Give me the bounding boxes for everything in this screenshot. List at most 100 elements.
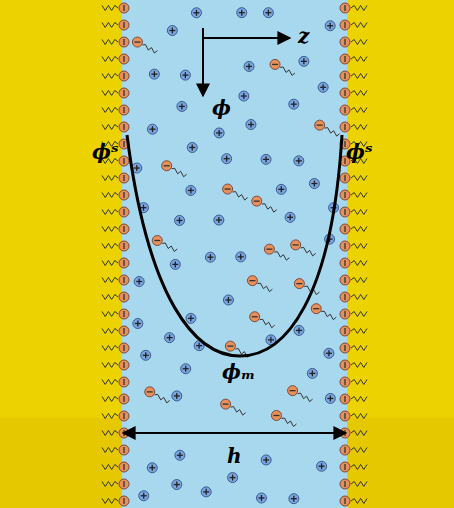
tail — [301, 247, 316, 256]
plus-mark — [145, 352, 146, 358]
tail — [351, 278, 367, 283]
wall-shade — [0, 418, 122, 508]
cation — [228, 473, 238, 483]
charge-mark — [123, 311, 124, 317]
tail — [351, 210, 367, 215]
anion — [264, 244, 274, 254]
surface-charge — [340, 241, 350, 251]
tail — [351, 346, 367, 351]
charge-mark — [344, 447, 345, 453]
surface-charge — [340, 37, 350, 47]
charge-mark — [123, 175, 124, 181]
cation — [139, 491, 149, 501]
surface-charge — [119, 479, 129, 489]
surface-charge — [119, 309, 129, 319]
plus-mark — [289, 214, 290, 220]
tail — [351, 448, 367, 453]
charge-mark — [123, 362, 124, 368]
plus-mark — [298, 158, 299, 164]
cation — [165, 333, 175, 343]
tail — [102, 397, 118, 402]
surface-charge — [340, 88, 350, 98]
charge-mark — [344, 243, 345, 249]
minus-mark — [164, 165, 170, 166]
plus-mark — [328, 350, 329, 356]
channel — [122, 0, 347, 508]
tail — [351, 295, 367, 300]
tail — [102, 261, 118, 266]
wall-shade — [347, 418, 454, 508]
surface-charge — [340, 292, 350, 302]
charge-mark — [123, 413, 124, 419]
tail — [351, 193, 367, 198]
surface-charge — [119, 343, 129, 353]
surface-charge — [119, 20, 129, 30]
surface-charge — [340, 309, 350, 319]
plus-mark — [181, 103, 182, 109]
cation — [244, 61, 254, 71]
tail — [351, 499, 367, 504]
ions — [132, 8, 340, 504]
cation — [263, 8, 273, 18]
cation — [246, 120, 256, 130]
charge-mark — [344, 413, 345, 419]
tail — [351, 40, 367, 45]
surface-charge — [119, 241, 129, 251]
minus-mark — [266, 249, 272, 250]
cation — [294, 325, 304, 335]
cation — [318, 82, 328, 92]
cation — [147, 463, 157, 473]
anion — [132, 37, 142, 47]
plus-mark — [143, 205, 144, 211]
tail — [351, 244, 367, 249]
plus-mark — [206, 489, 207, 495]
charge-mark — [344, 175, 345, 181]
cation — [239, 91, 249, 101]
cation — [177, 101, 187, 111]
anion — [270, 59, 280, 69]
tail — [102, 125, 118, 130]
cation — [149, 69, 159, 79]
tail — [102, 312, 118, 317]
plus-mark — [314, 181, 315, 187]
tail — [260, 319, 275, 328]
charge-mark — [344, 379, 345, 385]
z-axis — [203, 37, 290, 39]
tail — [298, 393, 313, 402]
plus-mark — [312, 370, 313, 376]
surface-charge — [119, 122, 129, 132]
cation — [325, 21, 335, 31]
surface-charge — [340, 462, 350, 472]
tail — [102, 329, 118, 334]
cation — [172, 391, 182, 401]
tail — [351, 431, 367, 436]
cation — [214, 215, 224, 225]
charge-mark — [123, 498, 124, 504]
charge-mark — [123, 124, 124, 130]
plus-mark — [293, 101, 294, 107]
minus-mark — [147, 391, 153, 392]
cation — [205, 252, 215, 262]
surface-charge — [340, 479, 350, 489]
surface-charge — [340, 258, 350, 268]
charge-mark — [344, 22, 345, 28]
tail — [102, 210, 118, 215]
tail — [351, 57, 367, 62]
tail — [102, 23, 118, 28]
surface-charge — [340, 3, 350, 13]
tail — [351, 312, 367, 317]
tail — [325, 128, 340, 136]
cation — [237, 8, 247, 18]
axis-label: ϕ — [212, 98, 231, 118]
tail — [102, 414, 118, 419]
surface-charge — [340, 105, 350, 115]
minus-mark — [154, 240, 160, 241]
surface-charge — [119, 173, 129, 183]
surface-charge — [119, 394, 129, 404]
plus-mark — [329, 23, 330, 29]
plus-mark — [137, 321, 138, 327]
cation — [307, 368, 317, 378]
surface-charge — [340, 360, 350, 370]
plus-mark — [265, 156, 266, 162]
